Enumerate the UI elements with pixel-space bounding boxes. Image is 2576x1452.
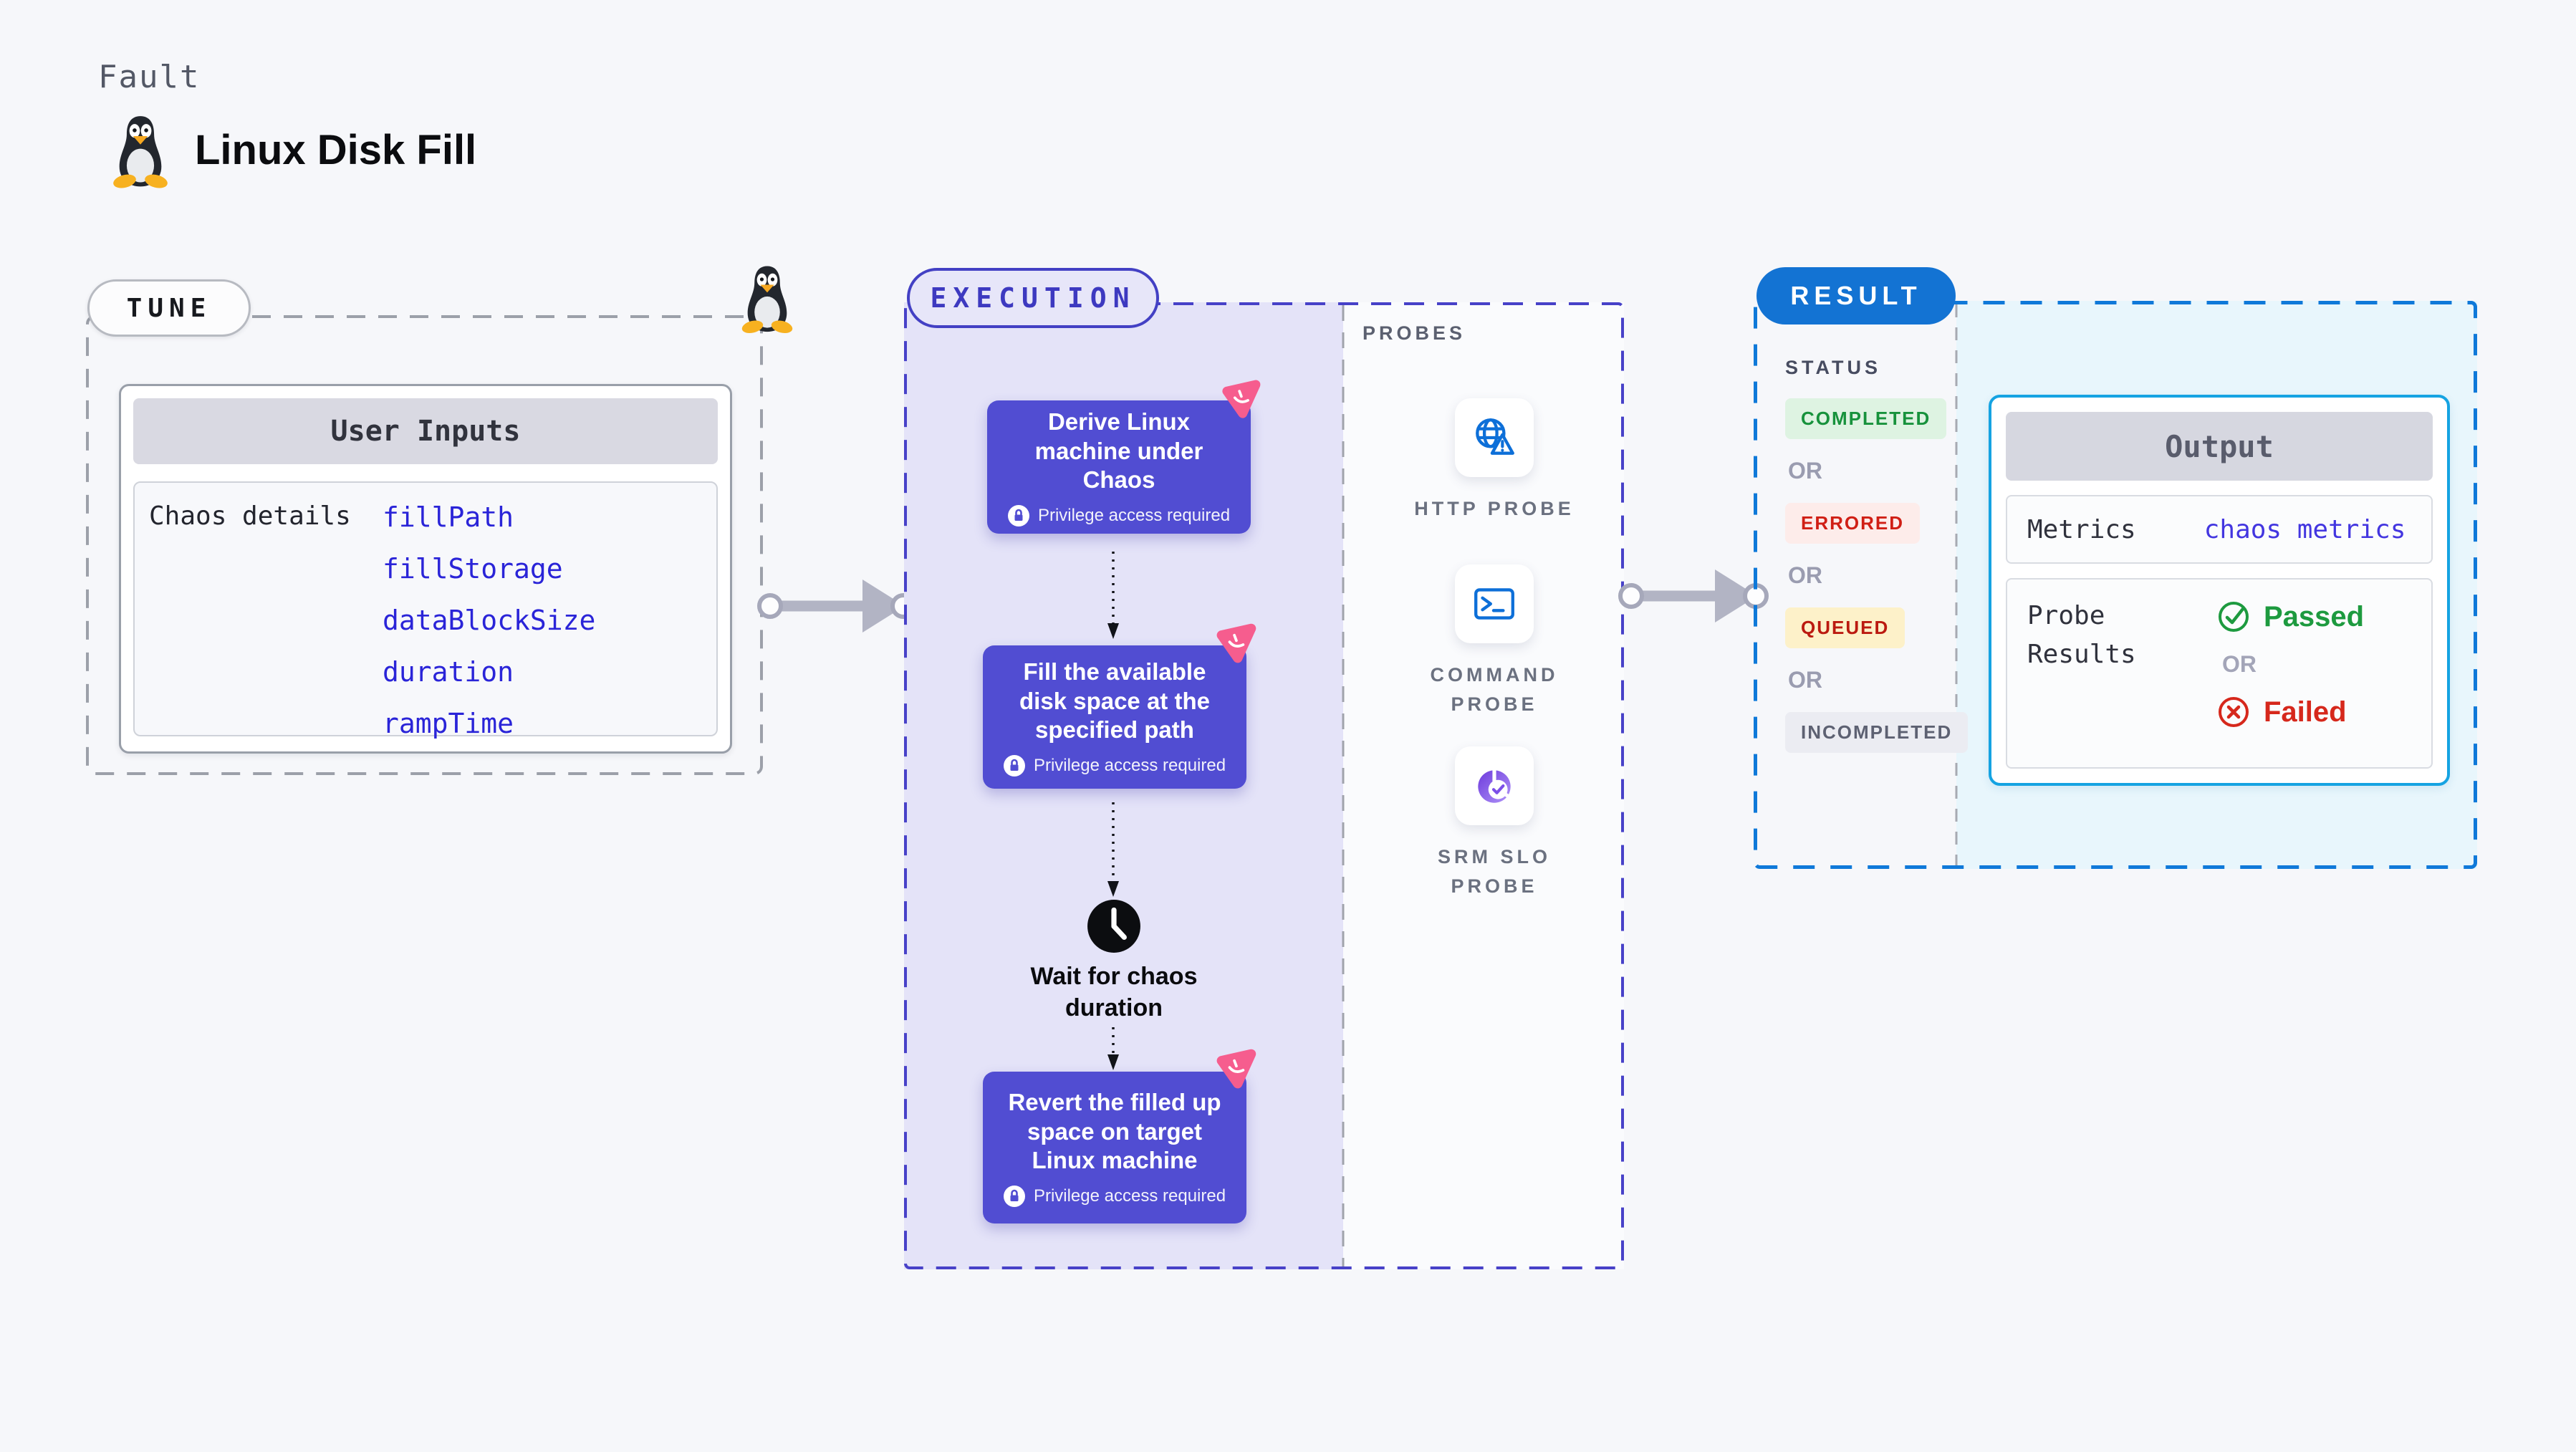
tune-section-border <box>86 315 763 775</box>
check-circle-icon <box>2219 602 2249 632</box>
step-text: Revert the filled up <box>1008 1088 1221 1115</box>
input-fillstorage: fillStorage <box>383 553 563 585</box>
srm-slo-probe-label: SRM SLO PROBE <box>1437 846 1551 897</box>
probe-results-row: Probe Results Passed OR Failed <box>2006 578 2433 769</box>
x-circle-icon <box>2219 697 2249 727</box>
step-text: machine under <box>1034 437 1203 464</box>
execution-step-revert: Revert the filled up space on target Lin… <box>983 1072 1246 1223</box>
flow-connector-arrow <box>1107 552 1119 639</box>
or-separator: OR <box>2222 651 2257 677</box>
clock-icon <box>1087 900 1140 953</box>
input-fillpath: fillPath <box>383 501 514 533</box>
input-duration: duration <box>383 656 514 688</box>
output-header: Output <box>2006 412 2433 481</box>
http-probe-card <box>1455 398 1534 477</box>
result-section-pill: RESULT <box>1756 267 1956 324</box>
wait-line: Wait for chaos <box>1030 963 1198 990</box>
user-inputs-list: Chaos details fillPath fillStorage dataB… <box>133 481 718 739</box>
or-separator: OR <box>1788 458 1822 484</box>
input-datablocksize: dataBlockSize <box>383 605 596 636</box>
command-probe-card <box>1455 564 1534 643</box>
lock-icon <box>1003 755 1025 777</box>
failed-verdict: Failed <box>2216 695 2364 729</box>
probes-section-label: PROBES <box>1363 322 1466 344</box>
step-text: disk space at the <box>1019 687 1210 714</box>
fault-kind-label: Fault <box>98 59 201 95</box>
output-card: Output Metrics chaos metrics Probe Resul… <box>1989 395 2450 786</box>
or-separator: OR <box>1788 667 1822 693</box>
input-ramptime: rampTime <box>383 708 514 739</box>
http-probe-label: HTTP PROBE <box>1414 498 1575 519</box>
slo-gauge-icon <box>1478 769 1511 803</box>
globe-warning-icon <box>1476 418 1514 455</box>
status-badge-queued: QUEUED <box>1785 607 1905 648</box>
status-badge-completed: COMPLETED <box>1785 398 1947 439</box>
srm-slo-probe-card <box>1455 746 1534 825</box>
status-badge-errored: ERRORED <box>1785 503 1921 544</box>
command-probe-label: COMMAND PROBE <box>1430 664 1559 715</box>
flow-connector-arrow <box>1107 1027 1119 1070</box>
metrics-row: Metrics chaos metrics <box>2006 495 2433 564</box>
page-title: Linux Disk Fill <box>195 127 477 173</box>
flow-connector-arrow <box>1107 802 1119 897</box>
result-section-border <box>1754 301 2477 869</box>
lock-icon <box>1007 505 1029 527</box>
execution-section-border <box>904 302 1624 1269</box>
step-text: Fill the available <box>1023 658 1206 685</box>
terminal-icon <box>1474 588 1514 620</box>
chaos-step-icon <box>1222 380 1261 418</box>
passed-label: Passed <box>2264 600 2365 633</box>
privilege-badge: Privilege access required <box>1033 756 1226 776</box>
user-inputs-header: User Inputs <box>133 398 718 464</box>
passed-verdict: Passed <box>2216 600 2364 634</box>
step-text: specified path <box>1035 716 1194 744</box>
step-text: Linux machine <box>1032 1147 1198 1174</box>
failed-label: Failed <box>2264 696 2347 728</box>
tune-section-pill: TUNE <box>87 279 251 337</box>
chaos-step-icon <box>1216 623 1256 663</box>
chaos-step-icon <box>1216 1049 1256 1089</box>
chaos-details-label: Chaos details <box>149 501 351 531</box>
step-text: Derive Linux <box>1047 408 1191 435</box>
execution-step-derive: Derive Linux machine under Chaos Privile… <box>987 400 1251 534</box>
tune-to-execution-arrow <box>757 580 914 633</box>
step-text: space on target <box>1027 1117 1202 1145</box>
execution-section-pill: EXECUTION <box>907 268 1159 328</box>
probe-results-label: Probe Results <box>2027 601 2136 669</box>
metrics-label: Metrics <box>2027 514 2136 544</box>
execution-to-result-arrow <box>1618 569 1769 622</box>
privilege-badge: Privilege access required <box>1037 506 1231 526</box>
step-text: Chaos <box>1082 466 1155 494</box>
wait-line: duration <box>1065 994 1163 1021</box>
chaos-metrics-link: chaos metrics <box>2203 514 2406 544</box>
execution-step-fill: Fill the available disk space at the spe… <box>983 645 1246 789</box>
or-separator: OR <box>1788 562 1822 588</box>
privilege-badge: Privilege access required <box>1033 1186 1226 1206</box>
lock-icon <box>1003 1186 1025 1208</box>
linux-penguin-icon <box>741 266 793 334</box>
status-label: STATUS <box>1785 357 1881 378</box>
linux-penguin-icon <box>113 116 168 188</box>
wait-step-label: Wait for chaos duration <box>1003 961 1225 1024</box>
status-list: COMPLETED OR ERRORED OR QUEUED OR INCOMP… <box>1785 398 1969 753</box>
status-badge-incompleted: INCOMPLETED <box>1785 712 1969 753</box>
